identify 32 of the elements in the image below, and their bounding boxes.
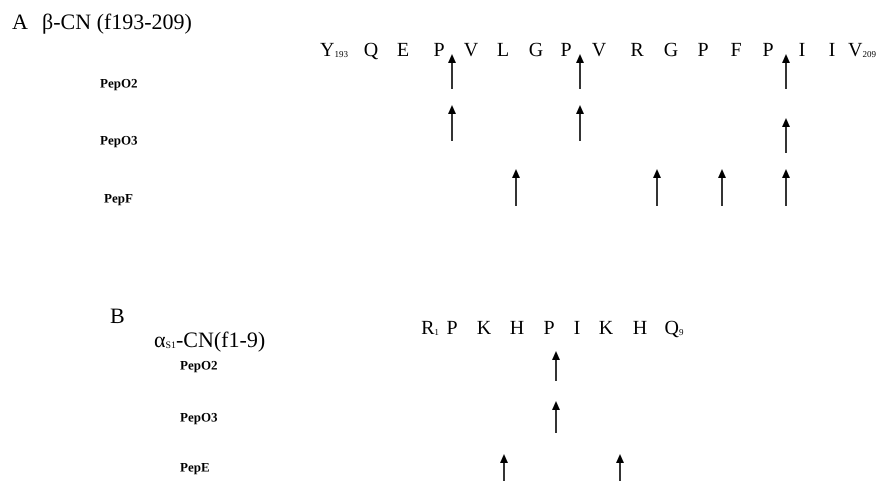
residue-letter: P <box>543 318 555 338</box>
enzyme-name: PepE <box>180 460 210 474</box>
enzyme-name: PepF <box>104 192 133 204</box>
residue-letter: F <box>730 40 742 60</box>
residue-letter: R <box>630 40 644 60</box>
residue-letter: I <box>828 40 836 60</box>
residue-letter: K <box>598 318 614 338</box>
residue-letter: H <box>510 318 524 338</box>
residue-letter: P <box>697 40 709 60</box>
panel-letter: B <box>110 305 125 327</box>
peptide-name: α$_{S1}$-CN(f1-9) <box>154 329 266 351</box>
panel-letter: A <box>12 11 28 33</box>
residue-letter: K <box>476 318 492 338</box>
enzyme-name: PepO2 <box>100 76 138 90</box>
residue-letter: L <box>496 40 510 60</box>
residue-letter: V <box>592 40 606 60</box>
peptide-name: β-CN (f193-209) <box>42 11 192 33</box>
residue-letter: I <box>798 40 806 60</box>
enzyme-name: PepO3 <box>180 410 218 424</box>
residue-letter: H <box>632 318 648 338</box>
residue-letter: P <box>433 40 445 60</box>
residue-letter: Q <box>364 40 378 60</box>
enzyme-name: PepO2 <box>180 358 218 372</box>
residue-letter: I <box>574 318 580 338</box>
residue-letter: P <box>446 318 458 338</box>
residue-letter: G <box>664 40 678 60</box>
residue-letter: E <box>396 40 410 60</box>
residue-letter: G <box>528 40 544 60</box>
residue-letter: V <box>464 40 478 60</box>
residue-letter: P <box>560 40 572 60</box>
enzyme-name: PepO3 <box>100 134 138 146</box>
residue-letter: P <box>762 40 774 60</box>
